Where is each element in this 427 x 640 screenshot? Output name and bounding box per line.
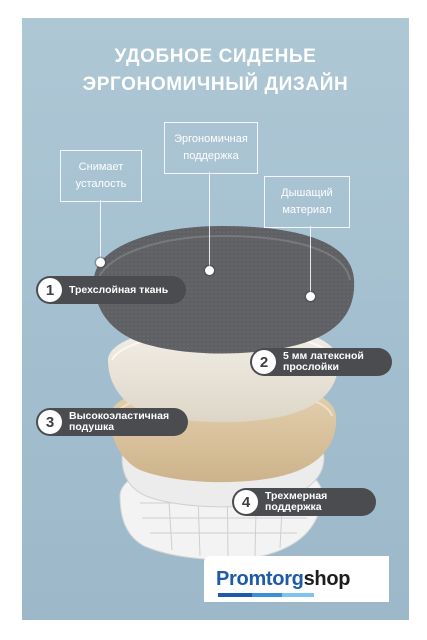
layer-number-4: 4 bbox=[234, 490, 258, 514]
cushion-layers-illustration bbox=[94, 226, 355, 561]
callout-ergonomic-support: Эргономичная поддержка bbox=[164, 122, 258, 174]
layer-number-1: 1 bbox=[38, 278, 62, 302]
leader-dot bbox=[205, 266, 214, 275]
brand-logo: Promtorgshop bbox=[216, 568, 350, 591]
layer-label-2-text: 5 мм латексной прослойки bbox=[283, 350, 364, 373]
leader-dot bbox=[96, 258, 105, 267]
callout-breathable-material: Дышащий материал bbox=[264, 176, 350, 228]
layer-label-3-text: Высокоэластичная подушка bbox=[69, 410, 170, 433]
leader-line bbox=[209, 172, 210, 270]
layer-top-fabric bbox=[94, 226, 355, 354]
layer-number-3: 3 bbox=[38, 410, 62, 434]
leader-line bbox=[100, 200, 101, 262]
brand-logo-box: Promtorgshop bbox=[204, 556, 389, 602]
brand-logo-underline bbox=[218, 593, 314, 597]
callout-relieves-fatigue: Снимает усталость bbox=[60, 150, 142, 202]
layer-label-2: 2 5 мм латексной прослойки bbox=[250, 348, 392, 376]
leader-dot bbox=[306, 292, 315, 301]
layer-label-4-text: Трехмерная поддержка bbox=[265, 490, 328, 513]
layer-label-1-text: Трехслойная ткань bbox=[69, 283, 169, 296]
headline-line-2: ЭРГОНОМИЧНЫЙ ДИЗАЙН bbox=[82, 74, 349, 95]
product-banner: УДОБНОЕ СИДЕНЬЕ ЭРГОНОМИЧНЫЙ ДИЗАЙН bbox=[22, 18, 409, 620]
layer-number-2: 2 bbox=[252, 350, 276, 374]
leader-line bbox=[310, 226, 311, 296]
brand-logo-part-2: shop bbox=[303, 568, 351, 590]
headline-line-1: УДОБНОЕ СИДЕНЬЕ bbox=[114, 46, 317, 67]
layer-label-4: 4 Трехмерная поддержка bbox=[232, 488, 376, 516]
layer-label-3: 3 Высокоэластичная подушка bbox=[36, 408, 188, 436]
brand-logo-part-1: Promtorg bbox=[216, 568, 304, 590]
layer-label-1: 1 Трехслойная ткань bbox=[36, 276, 186, 304]
